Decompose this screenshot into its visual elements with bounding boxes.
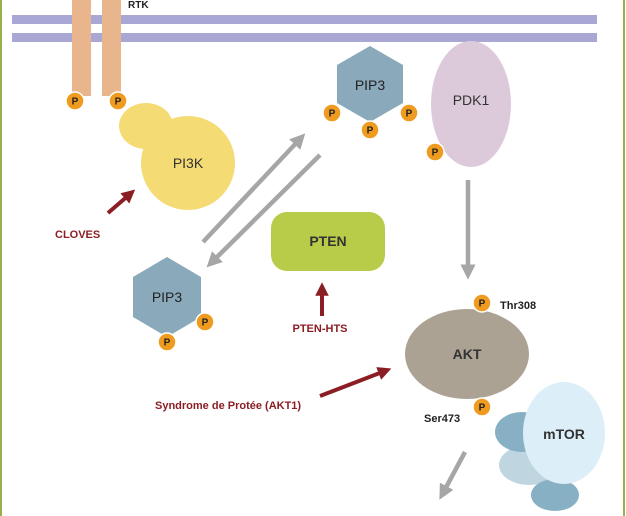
rtk-phospho-left: P — [65, 91, 85, 111]
pip3-top-label: PIP3 — [355, 77, 386, 93]
pi3k-label: PI3K — [173, 155, 204, 171]
rtk-label: RTK — [128, 0, 149, 11]
mtor-label: mTOR — [543, 426, 585, 442]
phospho-label: P — [164, 338, 171, 349]
conversion-arrow-to-pip3-top — [201, 133, 306, 244]
cloves-arrow — [106, 189, 136, 215]
pip3-bottom-molecule: PIP3 — [133, 257, 201, 337]
pip3-top-phospho-middle: P — [360, 120, 380, 140]
pip3-bottom-label: PIP3 — [152, 289, 183, 305]
rtk-receptor-right-chain — [102, 0, 121, 96]
akt-label: AKT — [453, 346, 482, 362]
pi3k-molecule: PI3K — [119, 103, 235, 210]
rtk-phospho-right: P — [108, 91, 128, 111]
akt-phospho-ser473: P — [472, 397, 492, 417]
mtor-complex: mTOR — [495, 382, 605, 511]
membrane-inner-layer — [12, 33, 597, 42]
akt-molecule: AKT — [405, 309, 529, 399]
rtk-receptor-left-chain — [72, 0, 91, 96]
pten-hts-mutation-label: PTEN-HTS — [293, 323, 348, 335]
pdk1-molecule: PDK1 — [431, 41, 511, 167]
pten-label: PTEN — [309, 233, 346, 249]
conversion-arrow-to-pip3-bottom — [206, 153, 322, 268]
ser473-site-label: Ser473 — [424, 413, 460, 425]
phospho-label: P — [406, 109, 413, 120]
phospho-label: P — [479, 299, 486, 310]
pip3-top-phospho-left: P — [322, 103, 342, 123]
proteus-syndrome-label: Syndrome de Protée (AKT1) — [155, 400, 301, 412]
pip3-bottom-phospho-right: P — [195, 312, 215, 332]
cloves-mutation-label: CLOVES — [55, 229, 100, 241]
phospho-label: P — [479, 403, 486, 414]
phospho-label: P — [329, 109, 336, 120]
pten-molecule: PTEN — [271, 212, 385, 271]
thr308-site-label: Thr308 — [500, 300, 536, 312]
akt-phospho-thr308: P — [472, 293, 492, 313]
phospho-label: P — [367, 126, 374, 137]
phospho-label: P — [72, 97, 79, 108]
downstream-arrow — [439, 450, 467, 500]
pdk1-label: PDK1 — [453, 92, 490, 108]
pip3-top-phospho-right: P — [399, 103, 419, 123]
pip3-bottom-phospho-bottom: P — [157, 332, 177, 352]
phospho-label: P — [202, 318, 209, 329]
phospho-label: P — [432, 148, 439, 159]
proteus-syndrome-arrow — [319, 367, 392, 398]
membrane-outer-layer — [12, 15, 597, 24]
pip3-top-molecule: PIP3 — [337, 46, 403, 122]
pdk1-phospho: P — [425, 142, 445, 162]
phospho-label: P — [115, 97, 122, 108]
